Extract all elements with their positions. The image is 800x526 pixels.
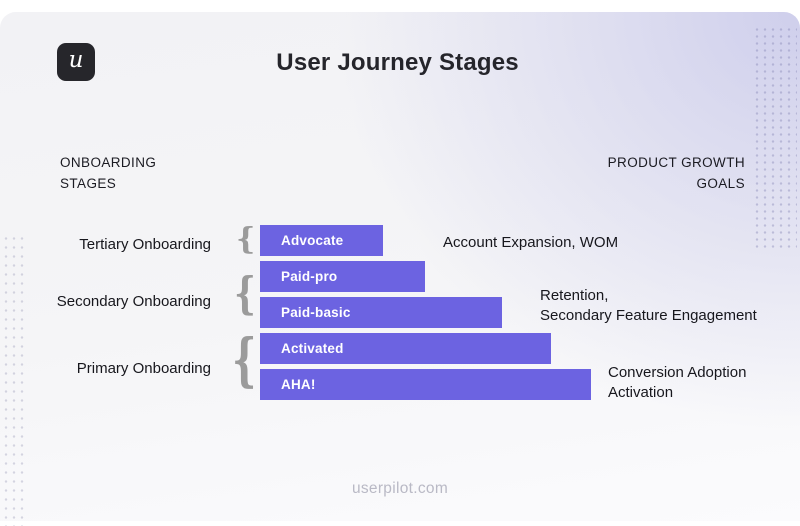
dot-pattern-right	[753, 26, 797, 251]
logo-letter: u	[68, 47, 84, 73]
bar-aha-label: AHA!	[281, 377, 316, 392]
curly-brace-icon-tertiary	[236, 225, 255, 255]
background-card: u User Journey Stages ONBOARDING STAGES …	[0, 12, 800, 526]
goal-tertiary: Account Expansion, WOM	[443, 233, 618, 253]
bar-paid-pro-label: Paid-pro	[281, 269, 338, 284]
product-growth-goals-header-line1: PRODUCT GROWTH	[607, 155, 745, 170]
curly-brace-icon-primary	[232, 332, 256, 389]
goal-tertiary-line1: Account Expansion, WOM	[443, 234, 619, 251]
userpilot-logo: u	[57, 43, 95, 81]
product-growth-goals-header: PRODUCT GROWTH GOALS	[608, 152, 745, 194]
bar-activated: Activated	[260, 333, 551, 364]
goal-secondary-line1: Retention,	[540, 287, 609, 304]
onboarding-stages-header: ONBOARDING STAGES	[60, 152, 156, 194]
goal-primary-line1: Conversion Adoption	[608, 364, 747, 381]
footer-site-link[interactable]: userpilot.com	[351, 480, 449, 497]
bar-paid-basic: Paid-basic	[260, 297, 502, 328]
bar-advocate-label: Advocate	[281, 233, 344, 248]
goal-secondary: Retention, Secondary Feature Engagement	[540, 286, 757, 326]
goal-secondary-line2: Secondary Feature Engagement	[540, 307, 757, 324]
bar-paid-basic-label: Paid-basic	[281, 305, 351, 320]
onboarding-stages-header-line1: ONBOARDING	[60, 155, 157, 170]
onboarding-stages-header-line2: STAGES	[60, 176, 117, 191]
stage-label-primary-onboarding: Primary Onboarding	[76, 360, 211, 377]
bar-paid-pro: Paid-pro	[260, 261, 425, 292]
curly-brace-icon-secondary	[234, 272, 256, 316]
goal-primary: Conversion Adoption Activation	[608, 363, 746, 403]
stage-label-tertiary-onboarding: Tertiary Onboarding	[79, 236, 211, 253]
bar-activated-label: Activated	[281, 341, 344, 356]
page-title: User Journey Stages	[276, 49, 519, 76]
bar-advocate: Advocate	[260, 225, 383, 256]
goal-primary-line2: Activation	[608, 384, 674, 401]
bar-aha: AHA!	[260, 369, 591, 400]
stage-label-secondary-onboarding: Secondary Onboarding	[56, 293, 211, 310]
product-growth-goals-header-line2: GOALS	[696, 176, 745, 191]
